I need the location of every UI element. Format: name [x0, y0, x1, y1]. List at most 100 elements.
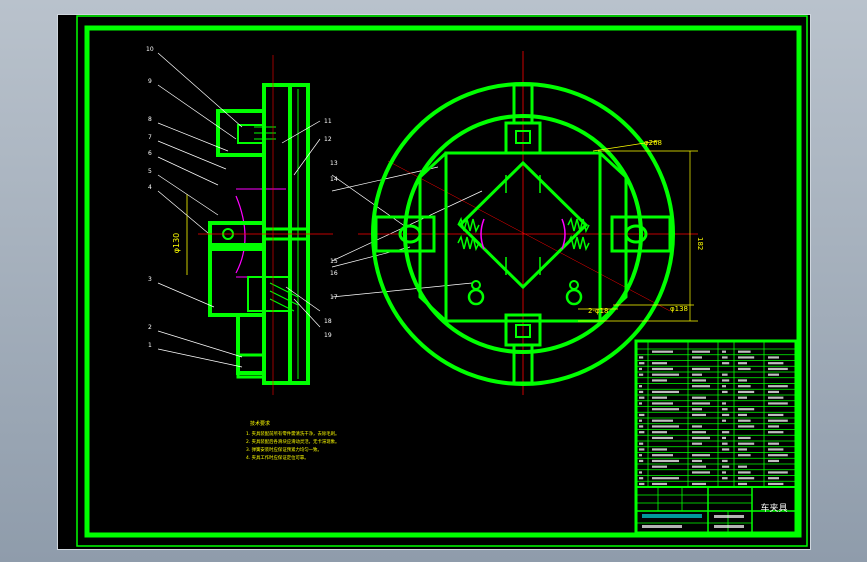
bom-cell-text	[652, 448, 667, 451]
bom-cell-text	[768, 425, 779, 428]
bom-cell-text	[652, 419, 673, 422]
tech-note-2: 2. 夹具装配后各滑块应滑动灵活，无卡滞现象。	[246, 438, 339, 445]
bom-cell-text	[652, 396, 667, 399]
title-part-name: 车夹具	[760, 502, 787, 514]
upper-spring-hatch	[254, 126, 276, 140]
bom-frame	[634, 339, 798, 535]
bom-cell-text	[652, 362, 667, 365]
right-jaw	[610, 215, 672, 253]
bom-cell-text	[639, 471, 642, 474]
bom-cell-text	[738, 419, 751, 422]
bom-cell-text	[738, 482, 747, 486]
bom-cell-text	[639, 367, 642, 371]
bom-cell-text	[768, 385, 788, 388]
bom-cell-text	[692, 356, 702, 359]
top-jaw	[504, 121, 542, 155]
callout-2: 2	[148, 324, 152, 331]
bom-cell-text	[692, 402, 710, 405]
tech-note-3: 3. 弹簧安装时应保证预紧力均匀一致。	[246, 446, 322, 453]
bom-cell-text	[639, 482, 645, 486]
bom-cell-text	[722, 385, 726, 388]
bom-cell-text	[692, 436, 710, 440]
dim-height: 182	[696, 237, 704, 250]
bom-cell-text	[738, 367, 751, 371]
bom-entries	[639, 350, 788, 486]
callout-9: 9	[148, 78, 152, 85]
bom-cell-text	[639, 362, 645, 365]
cad-drawing: φ130	[76, 15, 808, 547]
bom-cell-text	[639, 402, 642, 405]
bottom-jaw-nut	[515, 324, 531, 338]
bom-cell-text	[768, 402, 788, 405]
bom-cell-text	[692, 459, 702, 463]
bom-cell-text	[738, 356, 755, 359]
bom-cell-text	[639, 459, 644, 463]
bom-cell-text	[652, 408, 679, 411]
left-spring-2	[457, 234, 480, 252]
left-bore-arc	[480, 218, 485, 250]
bom-cell-text	[692, 379, 706, 382]
bom-cell-text	[652, 367, 673, 371]
pin-right-top	[569, 280, 579, 290]
top-jaw-nut	[515, 130, 531, 144]
callout-14: 14	[330, 176, 338, 183]
callout-16: 16	[330, 270, 338, 277]
dim-hole: 2-φ18	[588, 307, 609, 315]
bom-cell-text	[639, 431, 645, 434]
diamond-slider	[457, 160, 589, 290]
bom-cell-text	[722, 350, 726, 353]
bom-cell-text	[722, 436, 726, 440]
left-jaw	[374, 215, 436, 253]
bom-cell-text	[692, 385, 710, 388]
bom-columns	[647, 341, 765, 487]
callout-8: 8	[148, 116, 152, 123]
tech-note-1: 1. 夹具装配前所有零件需清洗干净，去除毛刺。	[246, 430, 339, 437]
callout-12: 12	[324, 136, 332, 143]
right-spring-2	[567, 234, 590, 252]
bom-cell-text	[652, 465, 667, 468]
bom-cell-text	[692, 396, 706, 399]
bom-cell-text	[768, 442, 779, 445]
tech-notes-title: 技术要求	[250, 420, 270, 427]
bom-cell-text	[768, 454, 788, 457]
bom-cell-text	[738, 454, 751, 457]
lower-jaw	[208, 247, 266, 317]
bom-cell-text	[738, 396, 747, 399]
bom-cell-text	[738, 442, 755, 445]
bom-cell-text	[639, 413, 645, 417]
front-dimensions	[578, 140, 698, 322]
bom-cell-text	[738, 477, 755, 480]
bom-cell-text	[722, 390, 728, 394]
right-jaw-eye	[624, 224, 648, 244]
bom-cell-text	[738, 379, 747, 382]
bom-cell-text	[639, 454, 642, 457]
bom-cell-text	[639, 373, 644, 376]
bom-cell-text	[692, 471, 710, 474]
bom-cell-text	[768, 362, 784, 365]
bom-cell-text	[738, 408, 755, 411]
bom-cell-text	[738, 436, 751, 440]
cad-viewport[interactable]: φ130	[57, 14, 811, 550]
pin-left	[467, 288, 485, 306]
bom-cell-text	[639, 390, 644, 394]
callout-4: 4	[148, 184, 152, 191]
bom-cell-text	[768, 459, 779, 463]
bom-cell-text	[768, 419, 788, 422]
bom-cell-text	[692, 465, 706, 468]
side-section-view: φ130	[146, 46, 483, 395]
bom-cell-text	[722, 379, 730, 382]
bom-cell-text	[652, 431, 667, 434]
bom-cell-text	[692, 425, 702, 428]
bom-cell-text	[639, 385, 642, 388]
bom-cell-text	[652, 454, 673, 457]
bom-cell-text	[738, 471, 751, 474]
bore-section-arc	[235, 195, 246, 274]
bom-cell-text	[722, 402, 726, 405]
left-spring	[457, 216, 480, 234]
lower-jaw-pin	[247, 276, 291, 312]
bom-cell-text	[692, 408, 702, 411]
bom-cell-text	[652, 350, 673, 353]
callout-5: 5	[148, 168, 152, 175]
bom-cell-text	[722, 465, 730, 468]
callout-19: 19	[324, 332, 332, 339]
